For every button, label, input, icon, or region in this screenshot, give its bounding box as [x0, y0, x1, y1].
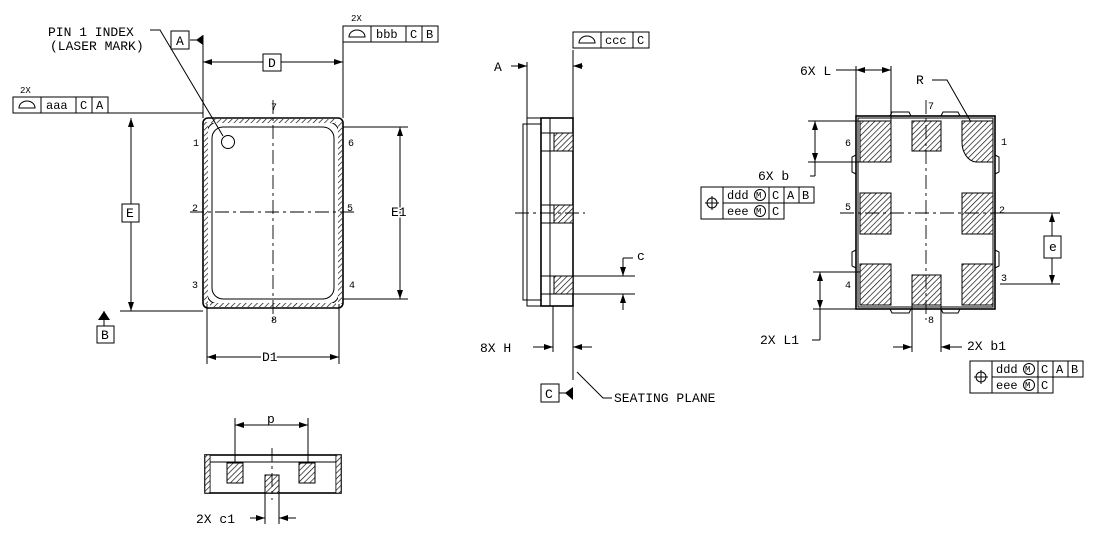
side-view: A ccc C c 8X H C SEATING PLANE	[480, 31, 716, 406]
bottom-pin-5: 5	[845, 203, 851, 214]
dim-a-label: A	[494, 60, 502, 75]
callout-text: C	[1041, 379, 1048, 393]
pin1-index-mark	[221, 135, 235, 149]
callout-text: C	[772, 205, 779, 219]
top-view: PIN 1 INDEX (LASER MARK) 1 2 3 4 5 6 7 8…	[12, 14, 439, 367]
callout-text: C	[80, 99, 87, 113]
callout-text: C	[410, 28, 417, 42]
dim-p-label: p	[267, 412, 275, 427]
callout-text: B	[802, 189, 809, 203]
callout-text: M	[1025, 381, 1030, 391]
end-view: p 2X c1	[196, 412, 342, 527]
callout-text: M	[756, 207, 761, 217]
bottom-pin-3: 3	[1001, 274, 1007, 285]
callout-text: B	[426, 28, 433, 42]
top-pin-6: 6	[348, 139, 354, 150]
callout-text: eee	[727, 205, 749, 219]
dim-8xh-label: 8X H	[480, 341, 511, 356]
top-pin-7: 7	[271, 103, 277, 114]
seating-plane-label: SEATING PLANE	[614, 391, 716, 406]
dim-6xl-label: 6X L	[800, 64, 831, 79]
top-pin-2: 2	[192, 204, 198, 215]
callout-text: aaa	[46, 99, 68, 113]
pin1-index-label: PIN 1 INDEX	[48, 25, 134, 40]
top-pin-8: 8	[271, 316, 277, 327]
callout-text: ddd	[727, 189, 749, 203]
callout-text: M	[1025, 365, 1030, 375]
top-pin-3: 3	[192, 281, 198, 292]
datum-a-label: A	[176, 34, 184, 49]
top-pin-1: 1	[193, 139, 199, 150]
top-pin-4: 4	[349, 281, 355, 292]
callout-text: eee	[996, 379, 1018, 393]
bottom-pin-6: 6	[845, 139, 851, 150]
datum-c-label: C	[545, 387, 553, 402]
dim-e1-label: E1	[391, 205, 407, 220]
dim-e-label: E	[126, 206, 134, 221]
callout-text: ccc	[605, 34, 627, 48]
dim-6xb-label: 6X b	[758, 169, 789, 184]
top-pin-5: 5	[347, 204, 353, 215]
dim-2xc1-label: 2X c1	[196, 512, 235, 527]
dim-r-label: R	[916, 73, 924, 88]
bottom-pin-7: 7	[928, 102, 934, 113]
dim-e-pitch-label: e	[1049, 240, 1057, 255]
callout-text: 2X	[20, 86, 31, 96]
bottom-pin-2: 2	[999, 206, 1005, 217]
laser-mark-label: (LASER MARK)	[50, 39, 144, 54]
callout-text: ddd	[996, 363, 1018, 377]
callout-text: A	[787, 189, 795, 203]
callout-text: A	[1056, 363, 1064, 377]
bottom-pin-1: 1	[1001, 138, 1007, 149]
dim-2xl1-label: 2X L1	[760, 333, 799, 348]
callout-text: C	[637, 34, 644, 48]
callout-text: C	[772, 189, 779, 203]
bottom-pin-8: 8	[928, 316, 934, 327]
dim-2xb1-label: 2X b1	[967, 339, 1006, 354]
callout-text: bbb	[376, 28, 398, 42]
dim-c-label: c	[637, 249, 645, 264]
callout-text: 2X	[351, 14, 362, 24]
callout-text: M	[756, 191, 761, 201]
bottom-pin-4: 4	[845, 281, 851, 292]
dim-d-label: D	[268, 56, 276, 71]
datum-b-label: B	[101, 328, 109, 343]
bottom-view: 1 2 3 4 5 6 7 8 6X L R 6X b ddd	[700, 64, 1084, 394]
dim-d1-label: D1	[262, 350, 278, 365]
callout-text: A	[96, 99, 104, 113]
callout-text: C	[1041, 363, 1048, 377]
callout-text: B	[1071, 363, 1078, 377]
